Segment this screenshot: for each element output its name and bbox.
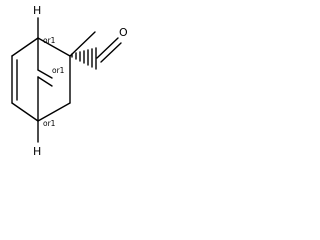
- hydrogen-top-label: H: [33, 4, 41, 17]
- c2-substituents: O: [69, 26, 128, 70]
- bond-cho-o-1: [96, 37, 119, 59]
- ring-bonds: [11, 37, 71, 122]
- bond-bridge-cross: [37, 69, 53, 79]
- stereo-label-c1: or1: [43, 36, 56, 45]
- bond-c1-c2: [37, 37, 71, 57]
- hashed-wedge-c2-cho: [71, 47, 97, 70]
- bond-bridge-cross-2: [37, 76, 53, 87]
- bond-cho-o-2: [100, 42, 122, 63]
- stereo-descriptors: or1 or1 or1: [43, 36, 65, 128]
- bond-c5-c4: [11, 102, 39, 122]
- stereo-label-c4: or1: [43, 119, 56, 128]
- bridgehead-hydrogens: H H: [33, 4, 41, 158]
- bond-c2-methyl: [69, 31, 96, 57]
- oxygen-label: O: [119, 26, 128, 39]
- bicyclooctene-structure-diagram: H H O or1 or1 or1: [11, 4, 128, 158]
- stereo-label-c2: or1: [52, 66, 65, 75]
- bond-c3-c4: [37, 102, 71, 122]
- bond-c1-c6: [11, 37, 39, 57]
- hydrogen-bottom-label: H: [33, 145, 41, 158]
